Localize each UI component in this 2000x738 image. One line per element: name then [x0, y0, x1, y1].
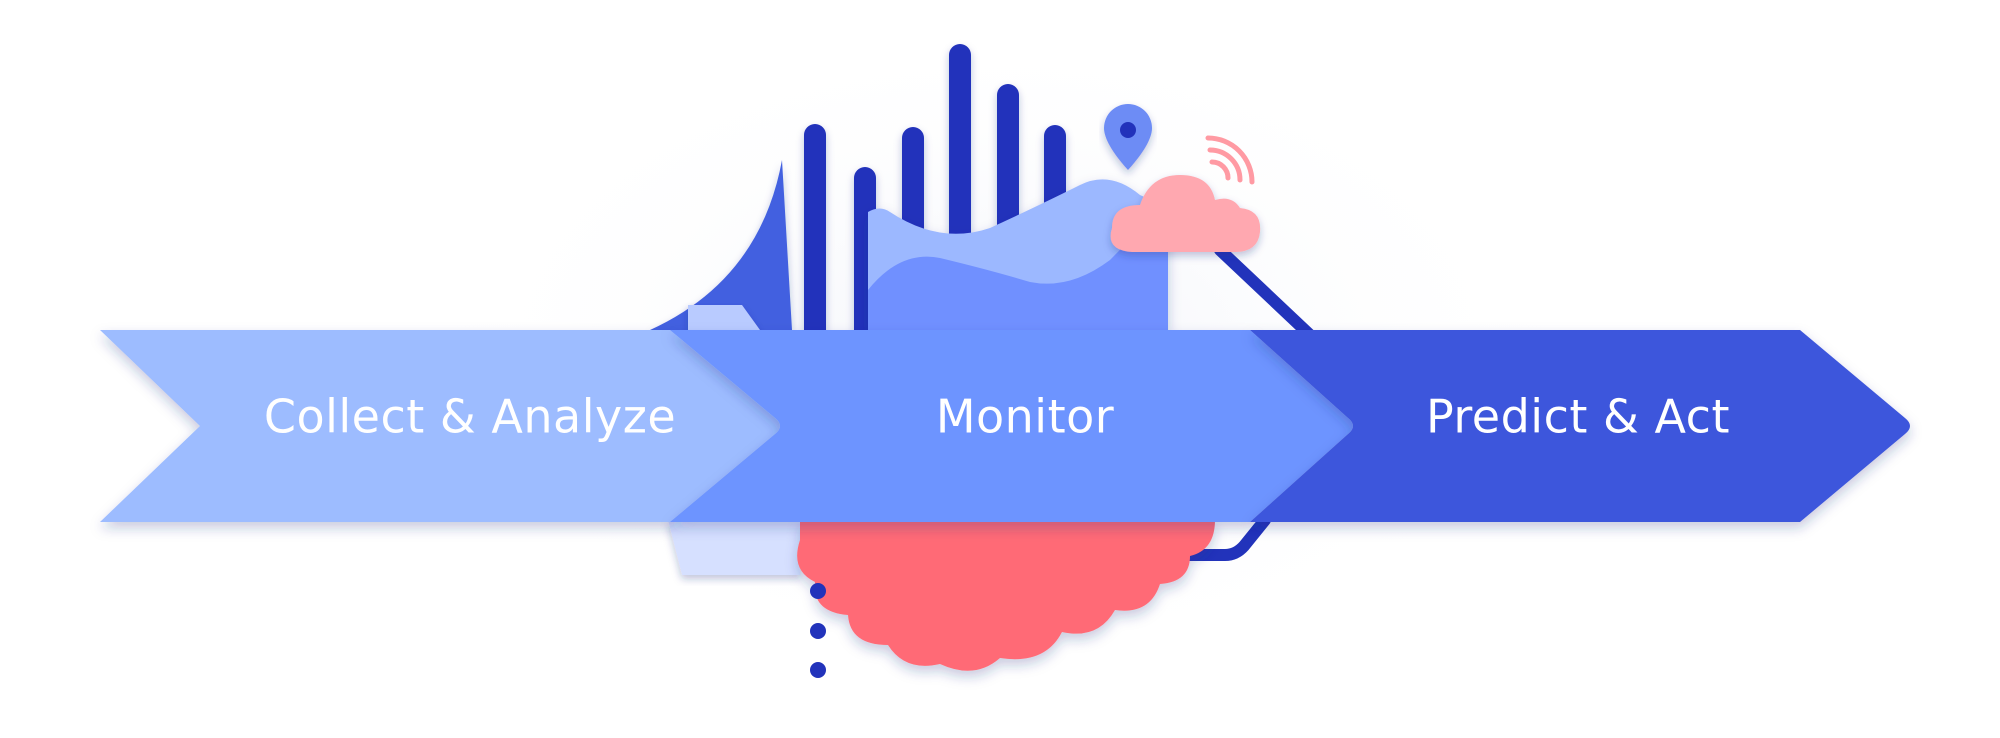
step-label-collect-analyze: Collect & Analyze: [264, 390, 676, 444]
wifi-arc-2: [1207, 147, 1243, 183]
step-collect-analyze[interactable]: [100, 330, 780, 522]
process-arrows: Collect & Analyze Monitor Predict & Act: [100, 330, 1910, 522]
step-label-predict-act: Predict & Act: [1426, 390, 1730, 444]
wifi-signal-icon: [1205, 135, 1255, 185]
dot-3: [810, 662, 826, 678]
dots-icon: [810, 583, 826, 678]
illustration: [650, 44, 1316, 678]
area-chart-front: [868, 190, 1168, 330]
brain-cloud-icon: [797, 520, 1215, 671]
document-icon: [688, 305, 760, 330]
dot-1: [810, 583, 826, 599]
step-predict-act[interactable]: [1250, 330, 1910, 522]
cloud-shape: [1110, 175, 1261, 252]
dot-2: [810, 623, 826, 639]
step-monitor[interactable]: [670, 330, 1353, 522]
sail-shape: [650, 160, 792, 330]
lower-connector: [1174, 514, 1271, 561]
wifi-arc-1: [1209, 159, 1231, 181]
cloud-icon: [1110, 175, 1261, 252]
wifi-arc-3: [1205, 135, 1255, 185]
brain-cloud-shape: [797, 520, 1215, 671]
connector-line: [1214, 244, 1316, 341]
location-pin-icon: [1104, 104, 1152, 170]
area-chart-icon: [868, 179, 1168, 330]
document-tab: [668, 520, 800, 575]
step-label-monitor: Monitor: [936, 390, 1114, 444]
pin-hole: [1120, 122, 1136, 138]
